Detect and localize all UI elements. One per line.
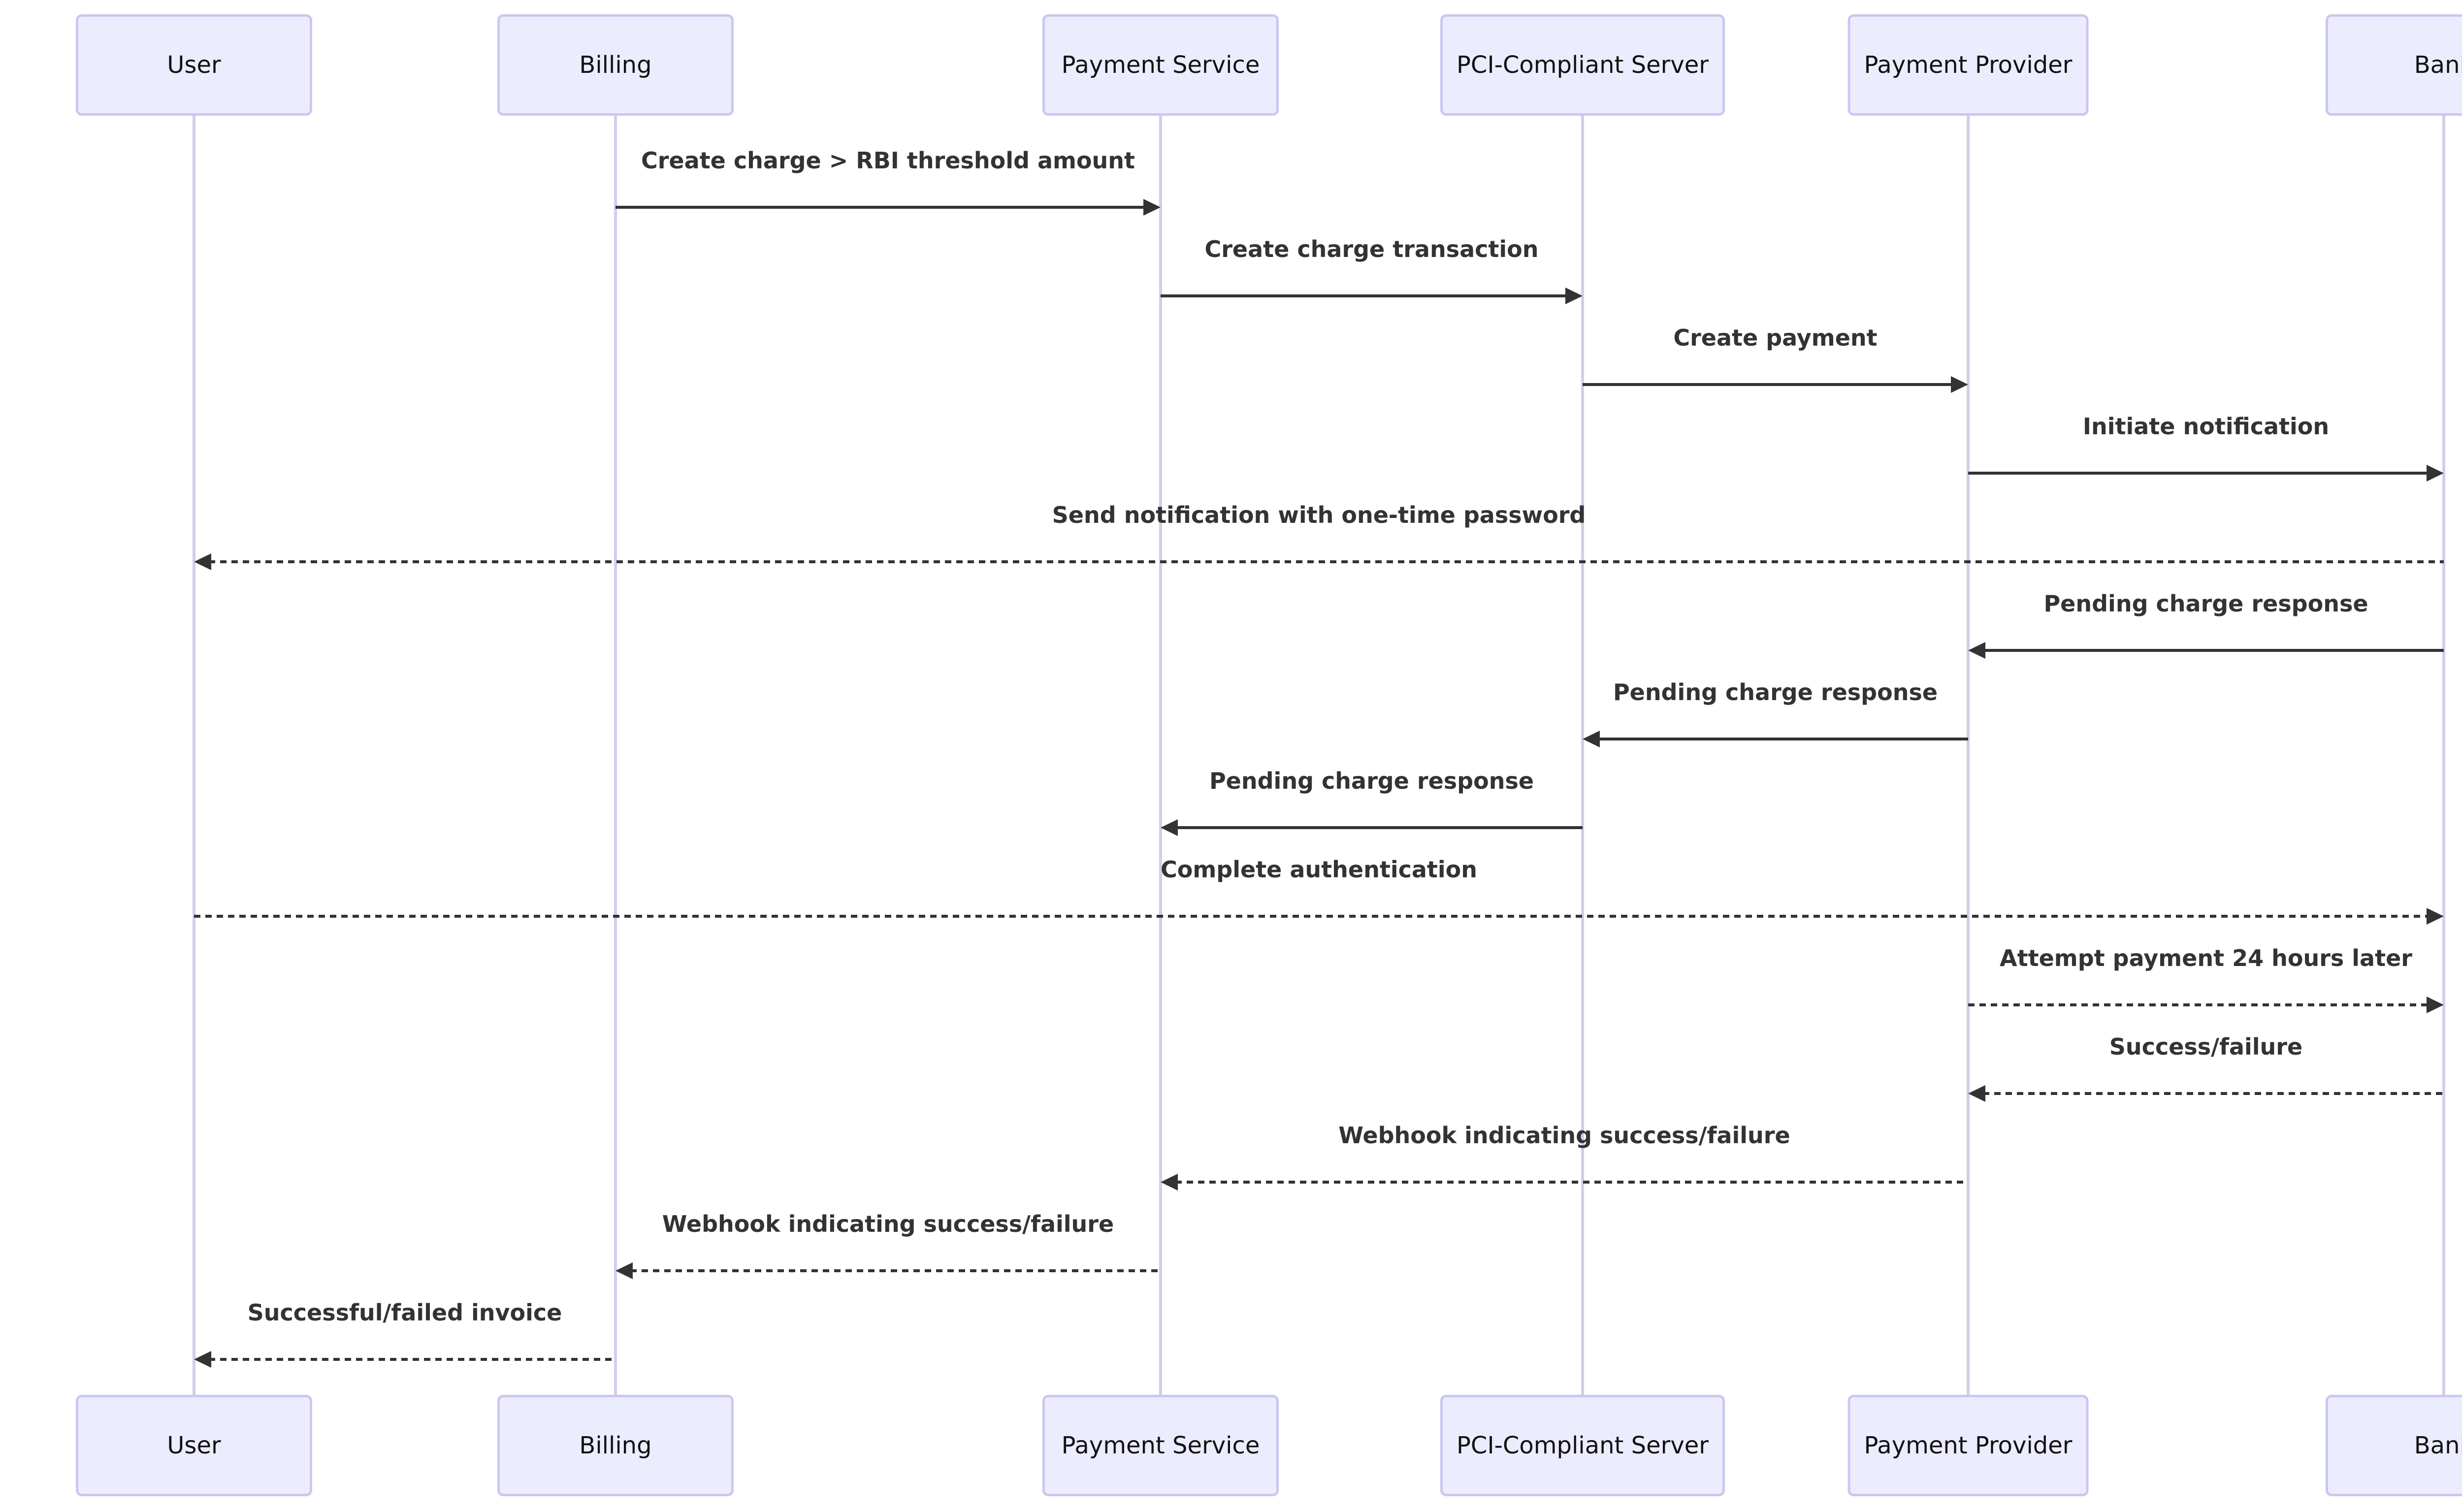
actor-billing-bottom: Billing (497, 1395, 734, 1496)
message-line (1175, 826, 1583, 829)
message-label: Pending charge response (1209, 768, 1534, 794)
actor-label: PCI-Compliant Server (1456, 51, 1709, 79)
arrowhead-icon (2427, 908, 2444, 925)
message-label: Attempt payment 24 hours later (2000, 945, 2412, 971)
lifeline-bank (2442, 116, 2445, 1395)
actor-bank-bottom: Bank (2326, 1395, 2462, 1496)
message-line (194, 915, 2429, 918)
message-line (1597, 738, 1968, 740)
actor-billing-top: Billing (497, 14, 734, 116)
actor-label: Payment Service (1061, 1432, 1260, 1459)
message-label: Create charge transaction (1204, 236, 1539, 262)
message-line (1175, 1181, 1968, 1184)
lifeline-payment-provider (1967, 116, 1970, 1395)
lifeline-billing (614, 116, 617, 1395)
arrowhead-icon (616, 1262, 633, 1279)
actor-label: Billing (579, 1432, 652, 1459)
message-label: Send notification with one-time password (1052, 502, 1586, 528)
message-label: Webhook indicating success/failure (1338, 1122, 1790, 1149)
actor-label: Billing (579, 51, 652, 79)
message-line (209, 1358, 616, 1361)
arrowhead-icon (2427, 997, 2444, 1013)
arrowhead-icon (1143, 199, 1161, 216)
message-label: Webhook indicating success/failure (662, 1211, 1114, 1237)
actor-label: User (167, 1432, 221, 1459)
message-label: Initiate notification (2082, 413, 2330, 440)
actor-label: Payment Provider (1864, 1432, 2073, 1459)
actor-pci-server-top: PCI-Compliant Server (1440, 14, 1725, 116)
actor-label: PCI-Compliant Server (1456, 1432, 1709, 1459)
message-line (209, 560, 2444, 563)
actor-payment-provider-bottom: Payment Provider (1847, 1395, 2089, 1496)
actor-label: Bank (2414, 51, 2462, 79)
message-label: Pending charge response (1613, 679, 1938, 706)
lifeline-user (193, 116, 195, 1395)
actor-label: User (167, 51, 221, 79)
message-line (1983, 1092, 2444, 1095)
actor-user-top: User (76, 14, 312, 116)
message-line (1583, 383, 1953, 386)
actor-bank-top: Bank (2326, 14, 2462, 116)
arrowhead-icon (1968, 1085, 1985, 1102)
message-line (1983, 649, 2444, 652)
actor-label: Payment Service (1061, 51, 1260, 79)
arrowhead-icon (194, 553, 211, 570)
message-label: Complete authentication (1160, 856, 1478, 883)
arrowhead-icon (194, 1351, 211, 1368)
message-line (1161, 294, 1568, 297)
message-label: Successful/failed invoice (247, 1299, 562, 1326)
arrowhead-icon (1951, 376, 1968, 393)
arrowhead-icon (1161, 1174, 1178, 1190)
message-line (1968, 472, 2429, 475)
actor-label: Payment Provider (1864, 51, 2073, 79)
lifeline-pci-server (1581, 116, 1584, 1395)
actor-payment-service-bottom: Payment Service (1042, 1395, 1279, 1496)
message-line (616, 206, 1146, 209)
arrowhead-icon (1161, 819, 1178, 836)
actor-payment-service-top: Payment Service (1042, 14, 1279, 116)
message-label: Success/failure (2109, 1033, 2303, 1060)
message-line (1968, 1003, 2429, 1006)
arrowhead-icon (1565, 288, 1583, 304)
message-line (630, 1269, 1161, 1272)
actor-payment-provider-top: Payment Provider (1847, 14, 2089, 116)
actor-label: Bank (2414, 1432, 2462, 1459)
message-label: Pending charge response (2043, 590, 2368, 617)
actor-pci-server-bottom: PCI-Compliant Server (1440, 1395, 1725, 1496)
arrowhead-icon (1968, 642, 1985, 659)
actor-user-bottom: User (76, 1395, 312, 1496)
lifeline-payment-service (1159, 116, 1162, 1395)
arrowhead-icon (1583, 731, 1600, 747)
arrowhead-icon (2427, 465, 2444, 482)
message-label: Create payment (1673, 324, 1878, 351)
message-label: Create charge > RBI threshold amount (641, 147, 1135, 174)
